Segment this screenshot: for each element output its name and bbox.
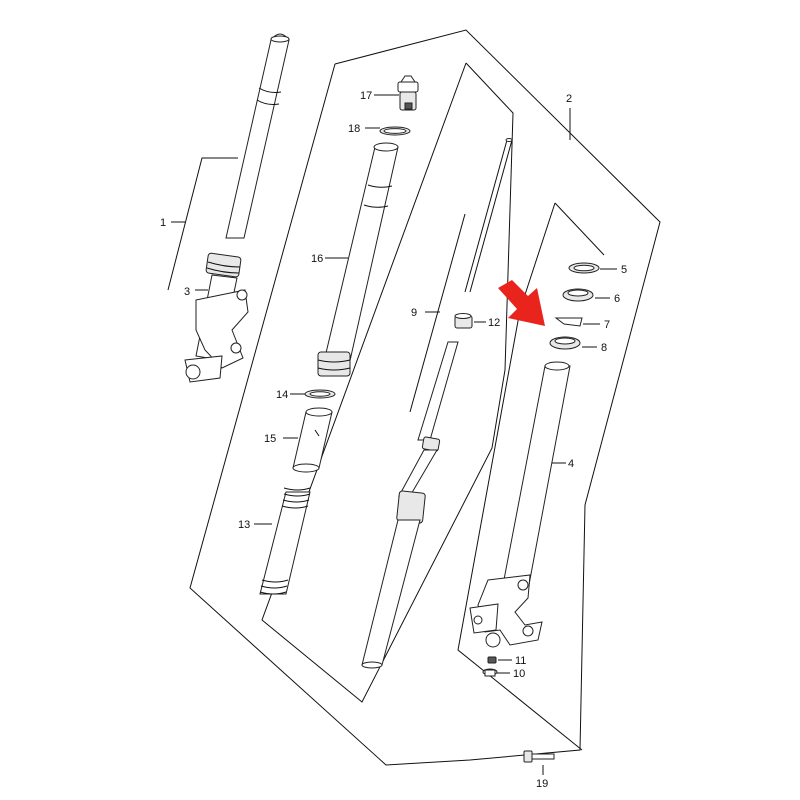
label-part-14: 14 — [276, 389, 288, 401]
label-part-8: 8 — [601, 342, 607, 354]
part-7-stopper-ring — [554, 317, 583, 327]
part-14-o-ring — [304, 389, 336, 399]
label-part-15: 15 — [264, 433, 276, 445]
label-part-5: 5 — [621, 264, 627, 276]
label-part-6: 6 — [614, 293, 620, 305]
label-part-11: 11 — [515, 655, 526, 667]
part-16-outer-tube — [317, 142, 399, 377]
label-part-4: 4 — [568, 458, 574, 470]
assembly-frame-right — [457, 202, 605, 751]
part-12-bush — [454, 313, 473, 329]
label-part-12: 12 — [488, 317, 500, 329]
label-part-19: 19 — [536, 778, 548, 790]
part-13-spring — [259, 487, 311, 595]
label-part-17: 17 — [360, 90, 372, 102]
label-part-3: 3 — [184, 286, 190, 298]
assembly-frame-outer — [189, 29, 661, 766]
part-10-gasket — [482, 668, 498, 677]
part-8-bushing — [549, 336, 581, 350]
part-5-retaining-ring — [568, 262, 600, 274]
label-part-1: 1 — [160, 217, 166, 229]
label-part-16: 16 — [311, 253, 323, 265]
part-1-fork-assembly — [184, 33, 290, 383]
label-part-13: 13 — [238, 519, 250, 531]
label-part-18: 18 — [348, 123, 360, 135]
part-18-o-ring — [379, 126, 411, 136]
part-11-drain-screw — [487, 656, 497, 664]
part-4-inner-tube — [469, 361, 571, 648]
label-part-10: 10 — [513, 668, 525, 680]
part-15-spacer-collar — [292, 407, 333, 473]
part-9-damper-rod — [361, 138, 513, 669]
highlight-arrow-icon — [498, 280, 545, 326]
label-part-7: 7 — [604, 319, 610, 331]
assembly-frame-inner — [261, 62, 514, 703]
label-part-2: 2 — [566, 93, 572, 105]
part-17-cap-bolt — [397, 75, 419, 111]
label-part-9: 9 — [411, 307, 417, 319]
part-19-bolt — [523, 750, 555, 763]
part-6-oil-seal — [562, 288, 594, 302]
